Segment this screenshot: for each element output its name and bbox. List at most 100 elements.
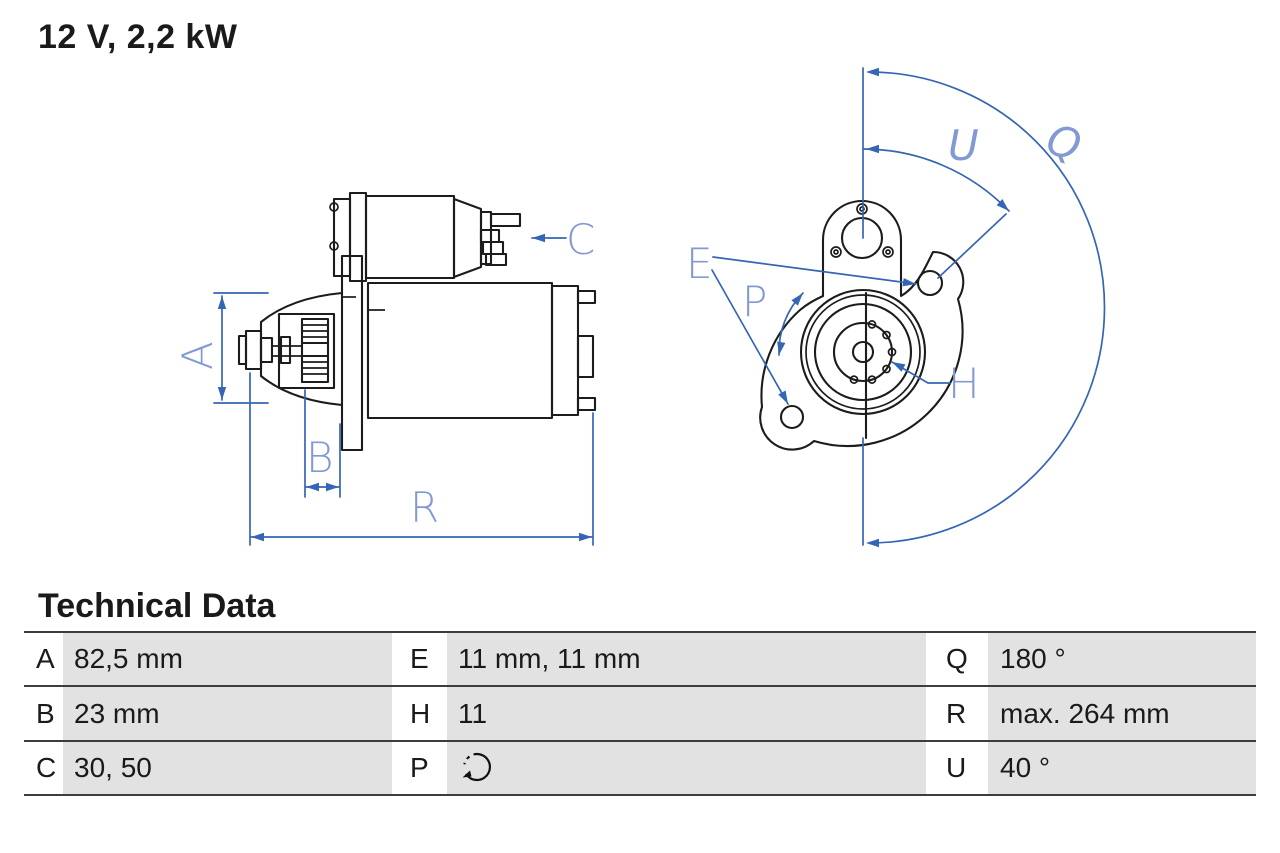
tower-screw-left-inner: [833, 249, 839, 255]
cell-label-p: P: [410, 752, 429, 783]
section-heading: Technical Data: [38, 587, 276, 625]
table-row: C 30, 50 P U 40 °: [24, 742, 1256, 794]
end-tab-bottom: [576, 396, 597, 412]
cell-value-h: 11: [447, 687, 926, 740]
cell-value-a: 82,5 mm: [63, 633, 392, 685]
boss-inner-ring: [805, 294, 921, 410]
spline-circle: [832, 321, 894, 383]
cell-label-b: B: [36, 697, 55, 729]
cell-label-h: H: [410, 697, 431, 729]
flange-outline: [759, 199, 965, 451]
tower-screw-top: [856, 203, 868, 215]
cell-label-e: E: [410, 643, 429, 674]
solenoid-rivet-bottom: [329, 241, 339, 251]
dim-h-arrow: [892, 362, 906, 372]
boss-outer-circle: [799, 288, 927, 416]
table-row: B 23 mm H 11 R max. 264 mm: [24, 687, 1256, 740]
table-border-row1: [24, 685, 1256, 687]
cell-value-r: max. 264 mm: [988, 687, 1256, 740]
shaft-collar-1: [259, 336, 274, 364]
cell-value-q: 180 °: [988, 633, 1256, 685]
dim-label-c: C: [566, 215, 595, 264]
cell-value-u: 40 °: [988, 742, 1256, 794]
dim-e-arrow-2: [778, 390, 788, 404]
technical-drawing: A B C R Q: [173, 67, 1106, 548]
dim-q-arrow-bottom: [866, 538, 879, 548]
table-border-top: [24, 631, 1256, 633]
tower-screw-right: [882, 246, 894, 258]
page-title: 12 V, 2,2 kW: [38, 18, 238, 56]
dim-label-r: R: [410, 483, 439, 532]
drive-end-inner: [277, 312, 336, 390]
dim-b-arrow-left: [306, 482, 319, 492]
dim-label-a: A: [173, 341, 222, 370]
dim-q-arrow-top: [866, 67, 879, 77]
dim-label-p: P: [742, 277, 767, 326]
terminal-block-2: [481, 240, 505, 256]
rotation-direction-ccw-icon: [462, 752, 492, 782]
dim-e-arrow-1: [902, 278, 916, 287]
front-view-drawing: [759, 199, 965, 451]
bolt-hole-lower-left: [779, 404, 805, 430]
pinion-gear: [300, 317, 330, 384]
solenoid-end-cone: [452, 197, 483, 279]
cell-value-p: [447, 742, 926, 794]
end-boss: [576, 334, 595, 379]
shaft-collar-2: [279, 335, 292, 365]
solenoid-rivet-top: [329, 202, 339, 212]
dim-e-leader-1: [712, 256, 917, 285]
dim-label-e: E: [686, 239, 713, 288]
tower-screw-right-inner: [885, 249, 891, 255]
dim-r-arrow-left: [251, 532, 264, 542]
shaft-stub-tip: [237, 334, 248, 366]
terminal-block-3: [484, 252, 508, 267]
dim-u-arrow-end: [996, 199, 1009, 211]
commutator-end-cap: [550, 284, 580, 417]
dim-label-b: B: [306, 433, 334, 482]
dim-h-leader: [891, 361, 951, 384]
dim-e-leader-2: [711, 269, 789, 405]
cell-label-c: C: [36, 752, 57, 783]
dim-u-arc: [863, 148, 1010, 212]
dim-a-arrow-top: [217, 296, 227, 309]
table-row: A 82,5 mm E 11 mm, 11 mm Q 180 °: [24, 633, 1256, 685]
dim-label-u: U: [948, 121, 979, 170]
dimension-annotations-front: Q U E P H: [686, 67, 1106, 548]
center-hole: [851, 340, 875, 364]
dim-label-q: Q: [1041, 115, 1086, 171]
dim-u-arrow-start: [866, 144, 879, 154]
dim-r-arrow-right: [579, 532, 592, 542]
cell-label-u: U: [946, 752, 967, 783]
dim-label-h: H: [948, 359, 980, 408]
tower-hole: [840, 216, 884, 260]
dim-u-leg: [937, 213, 1007, 279]
terminal-stud: [489, 212, 522, 228]
cell-value-c: 30, 50: [63, 742, 392, 794]
dim-p-arrow-bottom: [777, 341, 786, 355]
mount-flange-plate: [340, 254, 364, 452]
cell-label-r: R: [946, 697, 967, 729]
cell-value-e: 11 mm, 11 mm: [447, 633, 926, 685]
solenoid-body: [364, 194, 456, 280]
cell-label-q: Q: [946, 643, 968, 674]
pilot-circle: [813, 302, 913, 402]
spline-teeth: [849, 320, 897, 384]
dim-b-arrow-right: [326, 482, 339, 492]
motor-yoke: [366, 281, 554, 420]
dim-p-arrow-top: [791, 293, 803, 306]
dim-c-arrow: [532, 233, 545, 243]
table-border-bottom: [24, 794, 1256, 796]
side-view-drawing: [237, 191, 597, 452]
tower-screw-top-inner: [859, 206, 865, 212]
dim-a-arrow-bottom: [217, 387, 227, 400]
tower-screw-left: [830, 246, 842, 258]
cell-value-b: 23 mm: [63, 687, 392, 740]
end-tab-top: [576, 289, 597, 305]
bolt-hole-upper-right: [916, 269, 944, 297]
solenoid-left-band: [348, 191, 368, 283]
dim-q-arc: [868, 71, 1106, 544]
cell-label-a: A: [36, 643, 55, 674]
table-border-row2: [24, 740, 1256, 742]
dimension-annotations-side: A B C R: [173, 215, 595, 546]
